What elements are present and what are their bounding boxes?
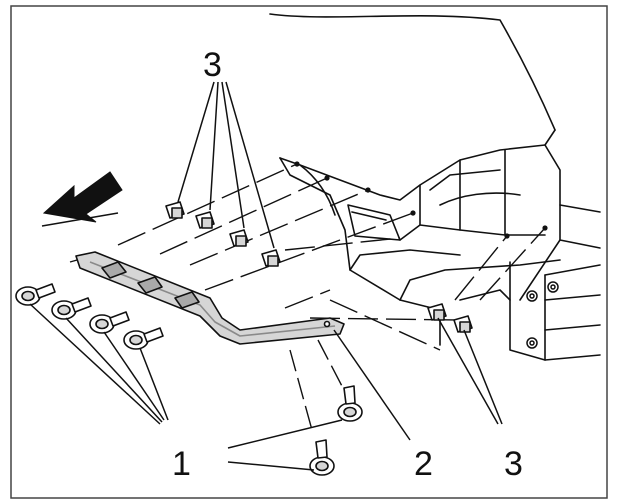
trim-moulding-strip bbox=[75, 251, 345, 345]
diagram-frame bbox=[10, 5, 608, 499]
callout-3-bottom: 3 bbox=[504, 445, 523, 483]
bracket-bolts bbox=[526, 281, 559, 349]
callout-1: 1 bbox=[172, 445, 191, 483]
screw-icon bbox=[15, 283, 363, 476]
vehicle-body-structure bbox=[269, 13, 601, 361]
direction-arrow-icon bbox=[42, 171, 123, 223]
alignment-lines bbox=[69, 163, 546, 351]
callout-3-top: 3 bbox=[203, 46, 222, 84]
screw-paths bbox=[289, 339, 345, 431]
clip-nut-icon bbox=[165, 201, 473, 333]
arrow-guide-line bbox=[41, 212, 119, 227]
callout-2: 2 bbox=[414, 445, 433, 483]
leader-lines bbox=[29, 81, 503, 471]
